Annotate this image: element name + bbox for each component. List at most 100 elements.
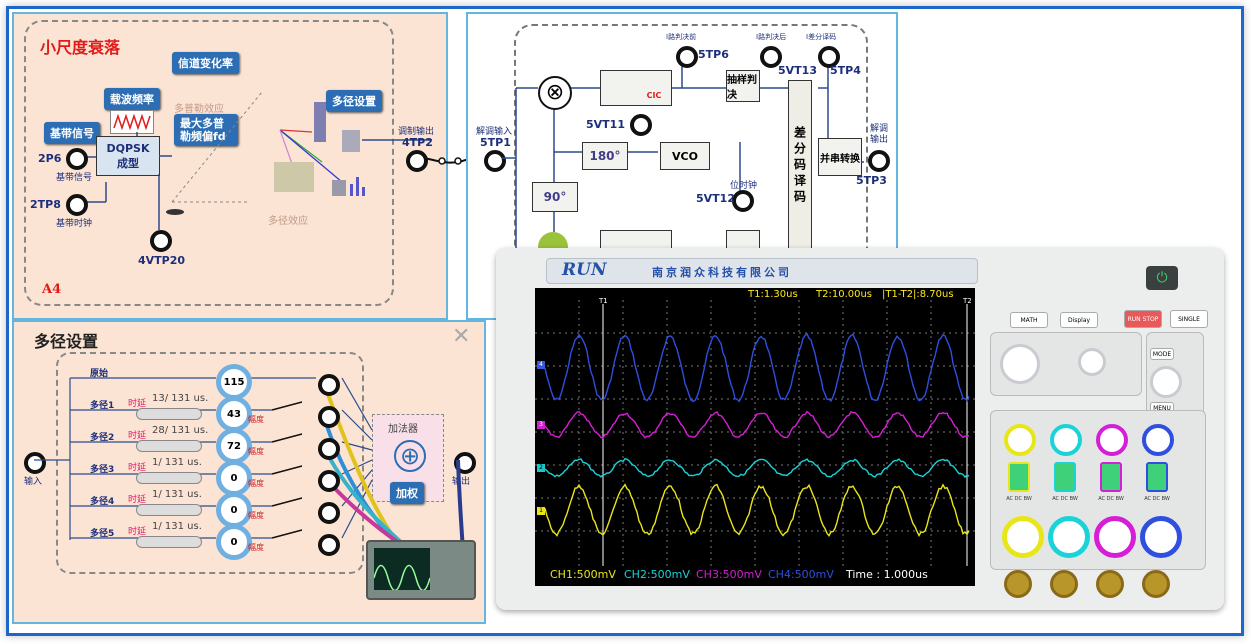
ch1-select-button[interactable] [1008,462,1030,492]
panel-title: 小尺度衰落 [40,38,121,57]
panel-label-a4: A4 [42,282,62,297]
ch2-scale-knob[interactable] [1048,516,1090,558]
amp-label-5: 幅度 [248,543,264,552]
testpoint-4tp2-label: 4TP2 [402,136,433,149]
path-gain-knob-1[interactable]: 43 [216,396,252,432]
cursor-t1-label: T1 [599,297,608,305]
delay-slider-1[interactable] [136,408,202,420]
ch4-position-knob[interactable] [1142,424,1174,456]
path-switch-terminal-0[interactable] [318,374,340,396]
max-doppler-button[interactable]: 最大多普勒频偏fd [174,114,238,146]
carrier-waveform-icon [110,110,154,134]
ch1-trace [544,483,970,537]
ch3-marker[interactable]: 3 [537,421,545,429]
testpoint-4vtp20[interactable] [150,230,172,252]
phase-90-block: 90° [532,182,578,212]
ch3-position-knob[interactable] [1096,424,1128,456]
adder-icon: ⊕ [394,440,426,472]
testpoint-2tp8[interactable] [66,194,88,216]
ch1-position-knob[interactable] [1004,424,1036,456]
path-gain-knob-3[interactable]: 0 [216,460,252,496]
ch1-scale-knob[interactable] [1002,516,1044,558]
adder-label: 加法器 [388,424,418,435]
testpoint-2tp8-sublabel: 基带时钟 [56,219,93,229]
testpoint-4tp2[interactable] [406,150,428,172]
multipath-input-terminal[interactable] [24,452,46,474]
testpoint-5vt13[interactable] [760,46,782,68]
ch3-select-button[interactable] [1100,462,1122,492]
testpoint-5tp4[interactable] [818,46,840,68]
ch4-marker[interactable]: 4 [537,361,545,369]
delay-slider-4[interactable] [136,504,202,516]
ch2-bnc-connector[interactable] [1050,570,1078,598]
delay-value-5: 1/ 131 us. [152,521,202,532]
path-gain-knob-5[interactable]: 0 [216,524,252,560]
ch2-marker[interactable]: 2 [537,464,545,472]
testpoint-5tp6[interactable] [676,46,698,68]
path-switch-terminal-1[interactable] [318,406,340,428]
parallel-serial-block: 并串转换 [818,138,862,176]
power-button[interactable]: ⏻ [1146,266,1178,290]
path-name-4: 多径4 [90,497,115,507]
weighted-button[interactable]: 加权 [390,482,424,504]
path-switch-terminal-3[interactable] [318,470,340,492]
multipath-setup-button[interactable]: 多径设置 [326,90,382,112]
ch4-scale-knob[interactable] [1140,516,1182,558]
delay-slider-2[interactable] [136,440,202,452]
ch4-select-button[interactable] [1146,462,1168,492]
path-switch-terminal-2[interactable] [318,438,340,460]
delay-slider-5[interactable] [136,536,202,548]
delay-value-3: 1/ 131 us. [152,457,202,468]
single-button[interactable]: SINGLE [1170,310,1208,328]
testpoint-2p6[interactable] [66,148,88,170]
cursor-t1-readout: T1:1.30us [748,289,798,300]
ch2-select-button[interactable] [1054,462,1076,492]
close-icon[interactable]: ✕ [452,324,471,349]
testpoint-5vt12[interactable] [732,190,754,212]
testpoint-5tp3-label: 5TP3 [856,174,887,187]
diff-decode-block: 差分码译码 [788,80,812,252]
testpoint-2p6-sublabel: 基带信号 [56,173,93,183]
ch3-scale: CH3:500mV [696,568,762,581]
carrier-freq-button[interactable]: 载波频率 [104,88,160,110]
ch1-coupling-label: AC DC BW [1006,496,1032,502]
delay-slider-3[interactable] [136,472,202,484]
cursor-t2-readout: T2:10.00us [816,289,873,300]
brand-logo: RUN [562,260,607,280]
display-button[interactable]: Display [1060,312,1098,328]
ch3-bnc-connector[interactable] [1096,570,1124,598]
ch1-bnc-connector[interactable] [1004,570,1032,598]
ch1-marker[interactable]: 1 [537,507,545,515]
path-gain-knob-2[interactable]: 72 [216,428,252,464]
testpoint-2p6-label: 2P6 [38,152,62,165]
testpoint-5tp6-label: 5TP6 [698,48,729,61]
path-switch-terminal-5[interactable] [318,534,340,556]
ch2-position-knob[interactable] [1050,424,1082,456]
trigger-level-knob[interactable] [1150,366,1182,398]
baseband-signal-button[interactable]: 基带信号 [44,122,100,144]
path-gain-knob-0[interactable]: 115 [216,364,252,400]
cic-label: CIC [646,90,662,100]
cursor-knob-1[interactable] [1000,344,1040,384]
ch3-scale-knob[interactable] [1094,516,1136,558]
sample-decide-block: 抽样判决 [726,70,760,102]
path-gain-knob-4[interactable]: 0 [216,492,252,528]
ch4-bnc-connector[interactable] [1142,570,1170,598]
testpoint-5tp1[interactable] [484,150,506,172]
path-switch-terminal-4[interactable] [318,502,340,524]
cursor-knob-2[interactable] [1078,348,1106,376]
testpoint-4vtp20-label: 4VTP20 [138,254,186,267]
testpoint-5tp3[interactable] [868,150,890,172]
path-name-5: 多径5 [90,529,115,539]
testpoint-5vt11[interactable] [630,114,652,136]
delay-label-3: 时延 [128,463,147,473]
run-stop-button[interactable]: RUN STOP [1124,310,1162,328]
company-name: 南京润众科技有限公司 [652,266,792,279]
multipath-output-label: 输出 [452,477,471,487]
multipath-title: 多径设置 [34,332,99,351]
mode-button[interactable]: MODE [1150,348,1174,360]
math-button[interactable]: MATH [1010,312,1048,328]
channel-rate-button[interactable]: 信道变化率 [172,52,239,74]
delay-value-1: 13/ 131 us. [152,393,209,404]
demod-output-label: 解调输出 [870,124,889,145]
